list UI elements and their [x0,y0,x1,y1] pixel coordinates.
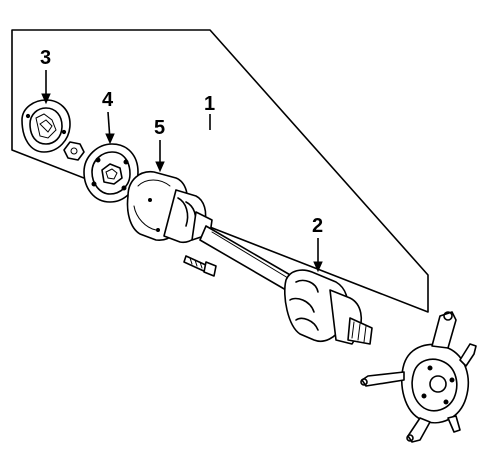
callout-2: 2 [312,215,323,237]
wheel-hub-knuckle [360,311,477,443]
axle-shaft [199,225,293,291]
mounting-bolt [183,255,217,277]
part-4-cv-joint [83,143,139,203]
part-3-cover-plate [21,99,71,153]
callout-1: 1 [204,93,215,115]
callout-4: 4 [102,89,114,111]
leader-lines [41,70,323,273]
lock-washer [63,141,85,161]
callout-3: 3 [40,47,51,69]
assembly-boundary [11,29,429,313]
part-2-outer-joint-boot [284,269,373,345]
callout-5: 5 [154,117,165,139]
part-5-inner-joint-boot [126,171,213,244]
